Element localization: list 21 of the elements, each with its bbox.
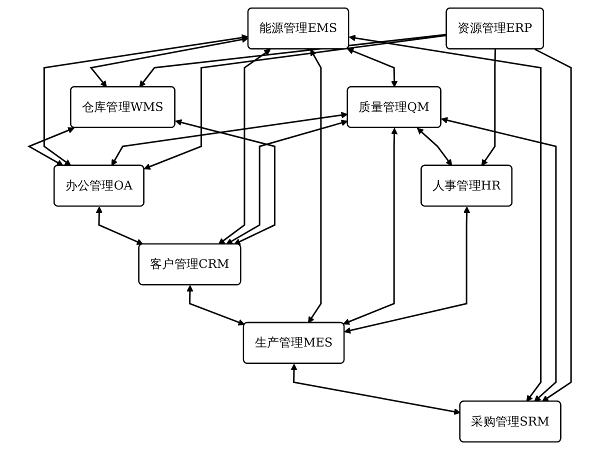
arrow bbox=[96, 206, 144, 245]
arrow bbox=[348, 34, 542, 402]
arrow bbox=[441, 117, 557, 402]
arrow bbox=[534, 48, 572, 402]
arrow bbox=[342, 128, 398, 325]
arrow bbox=[139, 34, 447, 88]
arrow bbox=[416, 128, 452, 166]
arrow bbox=[308, 49, 322, 324]
arrow bbox=[111, 112, 348, 166]
arrow bbox=[290, 364, 460, 415]
arrow bbox=[175, 119, 276, 245]
arrow bbox=[90, 36, 248, 88]
arrow bbox=[186, 285, 245, 326]
arrow bbox=[481, 49, 496, 166]
arrow bbox=[347, 48, 398, 88]
arrow bbox=[27, 127, 74, 166]
arrow bbox=[218, 49, 271, 245]
arrow bbox=[43, 34, 248, 166]
arrow bbox=[144, 34, 447, 170]
arrow bbox=[226, 120, 348, 245]
arrow bbox=[344, 206, 470, 334]
